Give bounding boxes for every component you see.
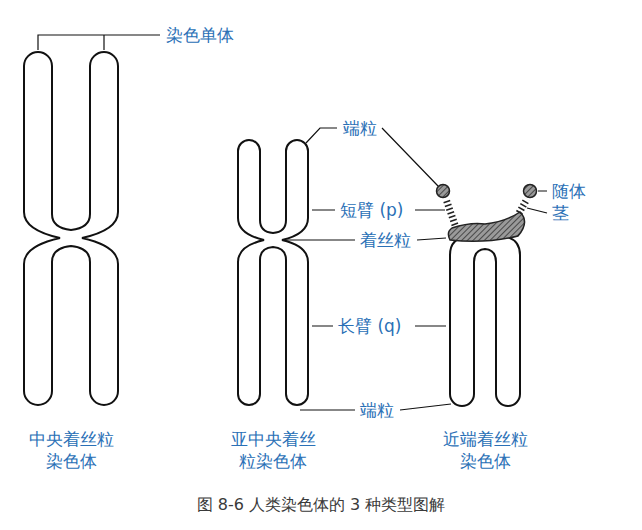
part-label: 着丝粒 bbox=[359, 229, 412, 251]
part-label: 短臂 (p) bbox=[339, 199, 404, 221]
leader-lines bbox=[38, 35, 547, 410]
satellite bbox=[524, 185, 537, 198]
type-label: 亚中央着丝 粒染色体 bbox=[221, 428, 325, 472]
stalk bbox=[519, 199, 527, 213]
part-label: 长臂 (q) bbox=[337, 315, 402, 337]
acrocentric-chromosome bbox=[450, 236, 520, 406]
centromere-blob bbox=[448, 212, 524, 241]
part-label: 端粒 bbox=[359, 399, 395, 421]
part-label: 端粒 bbox=[342, 117, 378, 139]
part-label: 茎 bbox=[551, 202, 570, 224]
type-label: 中央着丝粒 染色体 bbox=[19, 428, 123, 472]
stalk bbox=[446, 199, 455, 225]
satellite bbox=[437, 185, 450, 198]
submetacentric-chromosome bbox=[238, 140, 308, 405]
type-label: 近端着丝粒 染色体 bbox=[433, 428, 537, 472]
part-label: 染色单体 bbox=[165, 24, 235, 46]
metacentric-chromosome bbox=[24, 52, 118, 405]
figure-caption: 图 8-6 人类染色体的 3 种类型图解 bbox=[0, 494, 642, 516]
part-label: 随体 bbox=[551, 180, 587, 202]
